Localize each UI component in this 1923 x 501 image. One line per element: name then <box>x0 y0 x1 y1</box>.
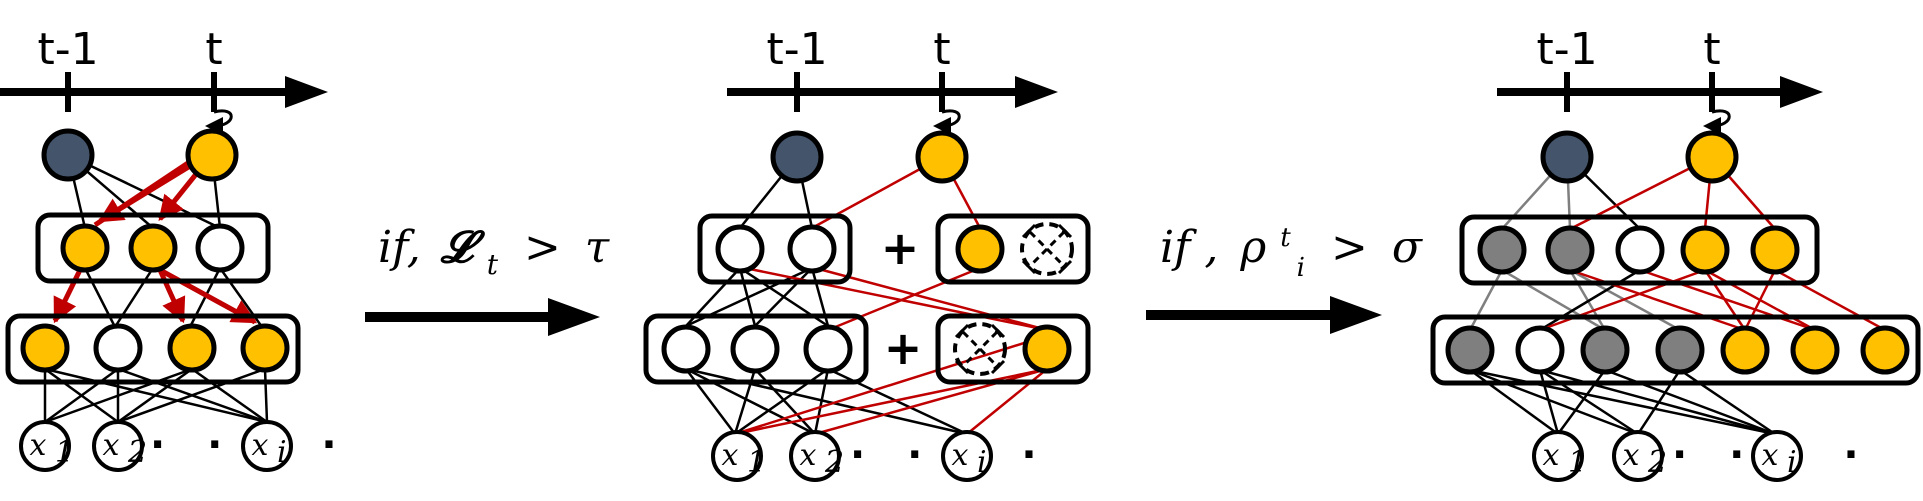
hidden2-new-node <box>955 224 1005 274</box>
input-node-x1 <box>1532 430 1584 482</box>
input-label: x <box>30 428 47 463</box>
input-node-x1 <box>711 430 763 482</box>
hidden1-node <box>93 323 143 373</box>
hidden2-node <box>1750 225 1800 275</box>
input-label: x <box>1762 438 1779 473</box>
input-label: x <box>252 428 269 463</box>
transition-arrow-1: if, 𝓛 t > τ <box>365 222 610 336</box>
hidden-layer-2-new-box <box>935 213 1091 285</box>
self-loop-arrow <box>933 109 961 135</box>
hidden1-node <box>730 324 780 374</box>
hidden-layer-1-box <box>5 313 301 385</box>
hidden1-node <box>240 323 290 373</box>
timeline-3: t-1 t <box>1497 24 1823 135</box>
hidden1-node <box>803 324 853 374</box>
timeline-2: t-1 t <box>727 24 1058 135</box>
hidden2-node <box>60 223 110 273</box>
input-node-xi <box>241 420 293 472</box>
self-loop-arrow <box>1703 109 1731 135</box>
hidden1-node <box>167 323 217 373</box>
output-node-current <box>185 128 239 182</box>
hidden-layer-1-box <box>1430 314 1921 386</box>
hidden2-node <box>715 224 765 274</box>
label-t: t <box>933 24 950 75</box>
panel-split-duplication: t-1 t <box>1430 24 1921 482</box>
label-t: t <box>205 24 222 75</box>
input-node-xi <box>1751 430 1803 482</box>
timeline-1: t-1 t <box>0 24 328 135</box>
input-subscript: 2 <box>1647 445 1667 480</box>
label-t-minus-1: t-1 <box>37 24 98 75</box>
input-subscript: i <box>977 445 987 480</box>
hidden-layer-2-old-box <box>697 213 853 285</box>
input-subscript: i <box>277 435 287 470</box>
hidden2-node <box>787 224 837 274</box>
hidden-layer-2-box <box>35 212 271 284</box>
input-subscript: i <box>1787 445 1797 480</box>
hidden2-node <box>1545 225 1595 275</box>
input-label: x <box>1543 438 1560 473</box>
input-label: x <box>800 438 817 473</box>
output-node-prev <box>41 128 95 182</box>
input-subscript: 1 <box>747 445 766 480</box>
input-layer-3: x 1 x 2 · · · · x i <box>1532 430 1859 482</box>
output-node-prev <box>1540 130 1594 184</box>
hidden-layer-1-new-box <box>935 313 1091 385</box>
condition-loss-threshold: if, 𝓛 t > τ <box>378 222 610 285</box>
plus-sign: + <box>881 221 920 275</box>
hidden1-node <box>1720 325 1770 375</box>
input-label: x <box>103 428 120 463</box>
input-subscript: 2 <box>824 445 844 480</box>
label-t: t <box>1703 24 1720 75</box>
input-node-x2 <box>789 430 841 482</box>
input-node-x2 <box>92 420 144 472</box>
input-node-x2 <box>1612 430 1664 482</box>
input-label: x <box>722 438 739 473</box>
hidden-layer-2-box <box>1459 214 1820 286</box>
transition-arrow-2: if , ρ t i > σ <box>1146 206 1424 334</box>
hidden2-node <box>1680 225 1730 275</box>
input-node-xi <box>941 430 993 482</box>
hidden2-node <box>128 223 178 273</box>
hidden1-node <box>1790 325 1840 375</box>
hidden2-node <box>1477 225 1527 275</box>
plus-sign: + <box>884 321 923 375</box>
input-subscript: 1 <box>55 435 74 470</box>
label-t-minus-1: t-1 <box>766 24 827 75</box>
links-panel-3 <box>1468 155 1886 436</box>
output-node-prev <box>770 130 824 184</box>
input-layer-1: x 1 x 2 · · · · x i <box>19 420 337 472</box>
output-node-current <box>1685 130 1739 184</box>
hidden1-node <box>1860 325 1910 375</box>
hidden2-node <box>195 223 245 273</box>
hidden1-node <box>1655 325 1705 375</box>
links-panel-2 <box>685 155 1048 436</box>
hidden1-node <box>20 323 70 373</box>
input-subscript: 2 <box>127 435 147 470</box>
hidden1-node <box>1445 325 1495 375</box>
label-t-minus-1: t-1 <box>1536 24 1597 75</box>
input-layer-2: x 1 x 2 · · · · x i <box>711 430 1037 482</box>
input-subscript: 1 <box>1568 445 1587 480</box>
input-label: x <box>1623 438 1640 473</box>
input-label: x <box>952 438 969 473</box>
hidden1-node <box>661 324 711 374</box>
crossed-dashed-circle-icon <box>953 322 1007 376</box>
input-node-x1 <box>19 420 71 472</box>
output-node-current <box>915 130 969 184</box>
self-loop-arrow <box>205 109 233 135</box>
crossed-dashed-circle-icon <box>1020 222 1074 276</box>
panel-dynamic-expansion: t-1 t <box>643 24 1091 482</box>
hidden-layer-1-old-box <box>643 313 869 385</box>
hidden1-node <box>1580 325 1630 375</box>
hidden1-node <box>1515 325 1565 375</box>
hidden1-new-node <box>1022 324 1072 374</box>
hidden2-node <box>1615 225 1665 275</box>
panel-selective-retraining: t-1 t <box>0 24 337 472</box>
condition-rho-threshold: if , ρ t i > σ <box>1160 206 1424 287</box>
